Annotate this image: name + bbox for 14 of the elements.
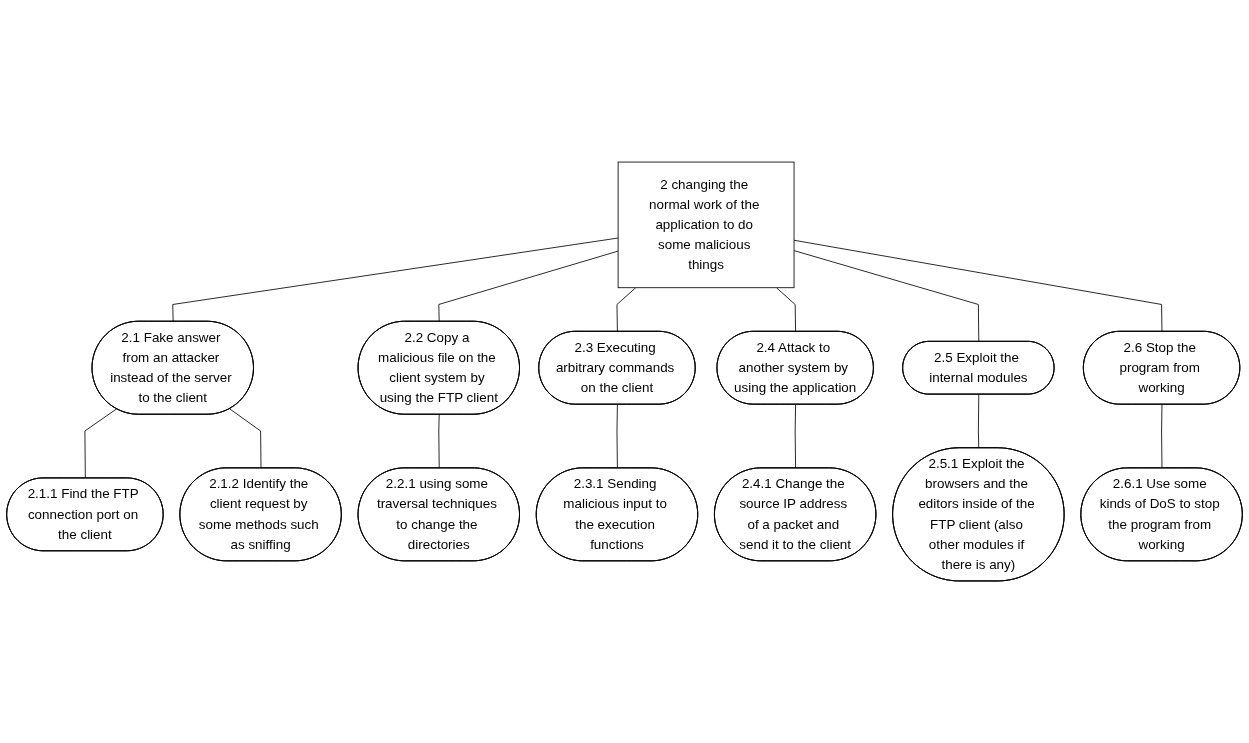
node-box: 2 changing the normal work of the application to do some malicious things bbox=[617, 161, 795, 289]
connector bbox=[776, 287, 796, 333]
connector bbox=[229, 408, 262, 469]
connector bbox=[793, 250, 980, 343]
connector bbox=[438, 414, 440, 469]
connector bbox=[977, 394, 980, 449]
connector bbox=[84, 408, 117, 479]
connector bbox=[793, 239, 1163, 333]
connector bbox=[438, 250, 619, 323]
connector bbox=[616, 404, 618, 469]
connector bbox=[172, 237, 619, 323]
connector bbox=[794, 404, 796, 469]
connector bbox=[1161, 404, 1163, 469]
connector bbox=[616, 287, 637, 333]
